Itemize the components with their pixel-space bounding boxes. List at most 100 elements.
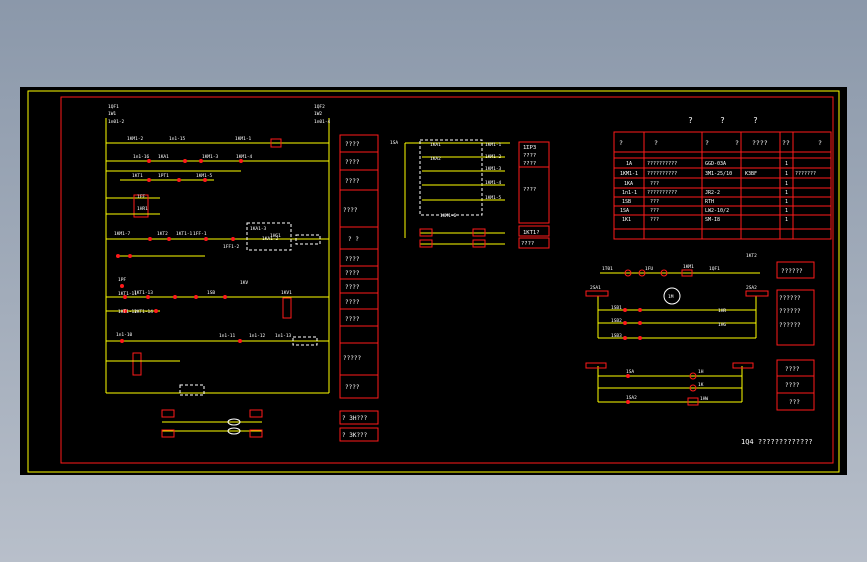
svg-text:K3BF: K3BF xyxy=(745,171,757,177)
svg-text:SM-I8: SM-I8 xyxy=(705,217,720,223)
svg-text:1M: 1M xyxy=(668,294,674,300)
svg-text:? ?: ? ? xyxy=(348,236,359,243)
svg-text:1ΣP3: 1ΣP3 xyxy=(523,145,536,151)
svg-text:1: 1 xyxy=(785,208,788,214)
svg-text:????: ???? xyxy=(345,284,360,291)
svg-text:1FF1-2: 1FF1-2 xyxy=(223,244,240,250)
svg-text:LW2-10/2: LW2-10/2 xyxy=(705,208,729,214)
table-row: 1KM1-1 ?????????? 3M1-25/10 K3BF 1 ?????… xyxy=(620,171,816,177)
svg-text:1HR: 1HR xyxy=(718,308,726,314)
svg-text:1H: 1H xyxy=(698,369,704,375)
svg-text:1QF2: 1QF2 xyxy=(314,104,325,110)
svg-text:1W2: 1W2 xyxy=(314,111,322,117)
svg-text:1HW: 1HW xyxy=(700,396,708,402)
svg-text:1QF1: 1QF1 xyxy=(108,104,119,110)
svg-text:1KM1-1: 1KM1-1 xyxy=(620,171,638,177)
signal-circuit xyxy=(585,362,754,406)
svg-text:1KA1-3: 1KA1-3 xyxy=(250,226,267,232)
svg-text:???: ??? xyxy=(789,399,800,406)
svg-text:1SB1: 1SB1 xyxy=(611,305,622,311)
svg-text:1KA1: 1KA1 xyxy=(158,154,169,160)
svg-text:1FF-1: 1FF-1 xyxy=(193,231,207,237)
svg-text:?: ? xyxy=(654,139,658,147)
svg-text:??????: ?????? xyxy=(779,322,801,329)
right-legend-boxes xyxy=(776,261,815,411)
svg-text:1SA: 1SA xyxy=(620,208,629,214)
svg-text:????: ???? xyxy=(345,178,360,185)
svg-text:2SA2: 2SA2 xyxy=(746,285,757,291)
svg-text:1SB2: 1SB2 xyxy=(611,318,622,324)
svg-text:? 3K???: ? 3K??? xyxy=(342,432,368,439)
side-legend-text: ???? ???? ???? ???? ? ? ???? ???? ???? ?… xyxy=(342,141,368,439)
svg-text:1KM1-5: 1KM1-5 xyxy=(196,173,213,179)
svg-text:1HG1: 1HG1 xyxy=(270,233,281,239)
svg-text:?: ? xyxy=(705,139,709,147)
svg-text:????: ???? xyxy=(345,141,360,148)
svg-text:1: 1 xyxy=(785,181,788,187)
svg-text:????: ???? xyxy=(345,299,360,306)
svg-text:1: 1 xyxy=(785,190,788,196)
svg-text:????: ???? xyxy=(345,270,360,277)
outer-border xyxy=(27,90,840,473)
svg-text:1KM1-7: 1KM1-7 xyxy=(114,231,131,237)
svg-text:1FF: 1FF xyxy=(137,194,145,200)
svg-text:1KM1-2: 1KM1-2 xyxy=(127,136,144,142)
svg-text:1KA1-2: 1KA1-2 xyxy=(262,236,279,242)
svg-text:? 3H???: ? 3H??? xyxy=(342,415,368,422)
svg-text:1SA: 1SA xyxy=(390,140,398,146)
svg-text:1KA: 1KA xyxy=(624,181,633,187)
svg-text:3M1-25/10: 3M1-25/10 xyxy=(705,171,732,177)
svg-text:??????????: ?????????? xyxy=(647,190,677,196)
svg-text:1KT2: 1KT2 xyxy=(746,253,757,259)
svg-text:JR2-2: JR2-2 xyxy=(705,190,720,196)
svg-text:1KA2: 1KA2 xyxy=(430,156,441,162)
svg-text:1SB: 1SB xyxy=(207,290,215,296)
switch-diagram xyxy=(404,139,510,248)
svg-text:???: ??? xyxy=(650,199,659,205)
main-circuit-labels: 1QF1 1W1 1n01-2 1QF2 1W2 1n01-4 1KM1-2 1… xyxy=(108,104,331,339)
table-row: 1KA ??? 1 xyxy=(624,181,788,187)
svg-text:1K: 1K xyxy=(698,382,704,388)
switch-diagram-labels: 1SA 1KA1 1KA2 1KM1-1 1KM1-2 1KM1-3 1KM1-… xyxy=(390,140,502,219)
side-legend-box xyxy=(339,134,379,442)
svg-text:1KM1-4: 1KM1-4 xyxy=(236,154,253,160)
parts-table-rows: 1A ?????????? GGD-03A 1 1KM1-1 ?????????… xyxy=(620,161,816,223)
svg-text:?: ? xyxy=(720,116,725,125)
svg-text:?: ? xyxy=(688,116,693,125)
svg-text:1KV1: 1KV1 xyxy=(281,290,292,296)
timer-dashed-box xyxy=(246,222,292,251)
right-legend-text: ?????? ?????? ?????? ?????? ???? ???? ??… xyxy=(779,268,803,406)
svg-text:1KT1?: 1KT1? xyxy=(523,230,540,236)
svg-text:1KT1-1: 1KT1-1 xyxy=(176,231,193,237)
drawing-footnote: 1Q4 ????????????? xyxy=(741,438,813,446)
svg-text:??: ?? xyxy=(782,139,790,147)
svg-text:?: ? xyxy=(735,139,739,147)
svg-text:1SB: 1SB xyxy=(622,199,631,205)
svg-text:??????????: ?????????? xyxy=(647,171,677,177)
svg-text:1PF: 1PF xyxy=(118,277,126,283)
svg-text:1: 1 xyxy=(785,161,788,167)
svg-text:?: ? xyxy=(753,116,758,125)
svg-text:GGD-03A: GGD-03A xyxy=(705,161,726,167)
svg-text:????: ???? xyxy=(752,139,768,147)
table-row: 1SB ??? RTH 1 xyxy=(622,199,788,205)
svg-text:???: ??? xyxy=(650,208,659,214)
svg-text:1FU: 1FU xyxy=(645,266,653,272)
svg-text:????: ???? xyxy=(785,366,800,373)
svg-text:????: ???? xyxy=(345,159,360,166)
svg-text:1n1-13: 1n1-13 xyxy=(275,333,292,339)
svg-text:1: 1 xyxy=(785,171,788,177)
svg-text:1KM1-1: 1KM1-1 xyxy=(235,136,252,142)
svg-text:1KT1-14: 1KT1-14 xyxy=(134,309,153,315)
svg-text:1n1-10: 1n1-10 xyxy=(116,332,133,338)
svg-text:1KM1-2: 1KM1-2 xyxy=(485,154,502,160)
svg-text:1KM1-3: 1KM1-3 xyxy=(202,154,219,160)
svg-text:1T01: 1T01 xyxy=(602,266,613,272)
svg-text:1KT1-11: 1KT1-11 xyxy=(118,291,137,297)
svg-text:?????: ????? xyxy=(343,355,361,362)
svg-text:1KM1-3: 1KM1-3 xyxy=(485,166,502,172)
svg-text:???????: ??????? xyxy=(795,171,816,177)
svg-text:1n1-11: 1n1-11 xyxy=(219,333,236,339)
svg-text:2SA1: 2SA1 xyxy=(590,285,601,291)
